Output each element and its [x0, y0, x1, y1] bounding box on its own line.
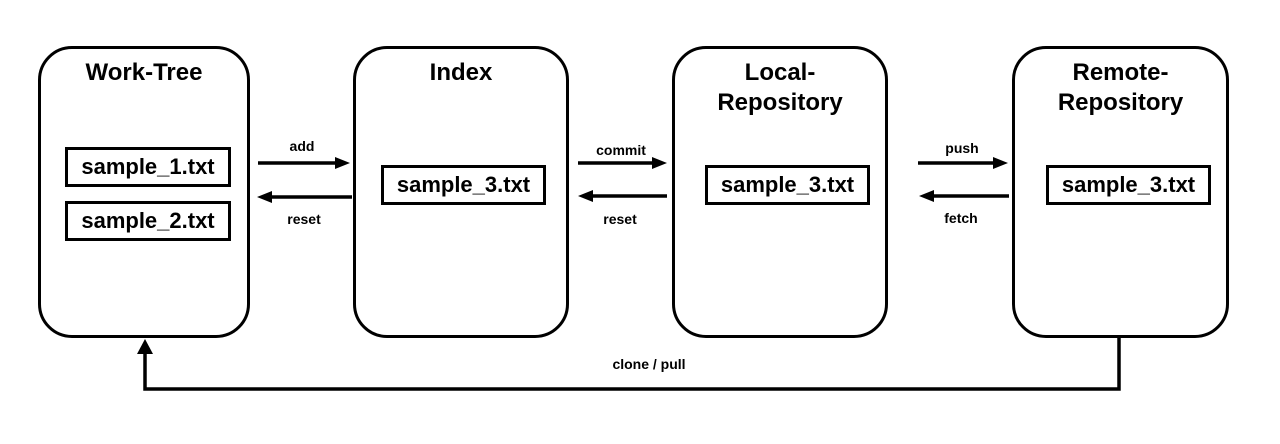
file-box-sample-2: sample_2.txt	[65, 201, 231, 241]
edge-label-clone-pull: clone / pull	[612, 356, 686, 372]
node-index: Index sample_3.txt	[353, 46, 569, 338]
edge-label-reset-to-worktree: reset	[287, 211, 321, 227]
edge-label-add: add	[289, 138, 315, 154]
file-box-local-sample-3: sample_3.txt	[705, 165, 870, 205]
node-title-remote-repository: Remote-Repository	[1057, 59, 1184, 116]
push-arrow	[918, 157, 1008, 169]
file-label-index-sample-3: sample_3.txt	[396, 172, 531, 197]
file-box-sample-1: sample_1.txt	[65, 147, 231, 187]
file-label-sample-2: sample_2.txt	[81, 208, 215, 233]
edge-label-commit: commit	[596, 142, 646, 158]
node-remote-repository: Remote-Repository sample_3.txt	[1012, 46, 1229, 338]
node-title-local-repository: Local-Repository	[717, 59, 843, 116]
file-box-index-sample-3: sample_3.txt	[381, 165, 546, 205]
file-label-local-sample-3: sample_3.txt	[720, 172, 855, 197]
reset-to-worktree-arrow	[257, 191, 352, 203]
node-title-index: Index	[429, 59, 493, 86]
node-work-tree: Work-Tree sample_1.txt sample_2.txt	[38, 46, 250, 338]
edge-label-reset-to-index: reset	[603, 211, 637, 227]
commit-arrow	[578, 157, 667, 169]
file-label-remote-sample-3: sample_3.txt	[1061, 172, 1196, 197]
edge-label-push: push	[945, 140, 979, 156]
node-title-work-tree: Work-Tree	[85, 59, 203, 86]
file-label-sample-1: sample_1.txt	[81, 154, 215, 179]
reset-to-index-arrow	[578, 190, 667, 202]
fetch-arrow	[919, 190, 1009, 202]
node-local-repository: Local-Repository sample_3.txt	[672, 46, 888, 338]
clone-pull-arrow	[137, 338, 1121, 391]
add-arrow	[258, 157, 350, 169]
edge-label-fetch: fetch	[944, 210, 978, 226]
file-box-remote-sample-3: sample_3.txt	[1046, 165, 1211, 205]
